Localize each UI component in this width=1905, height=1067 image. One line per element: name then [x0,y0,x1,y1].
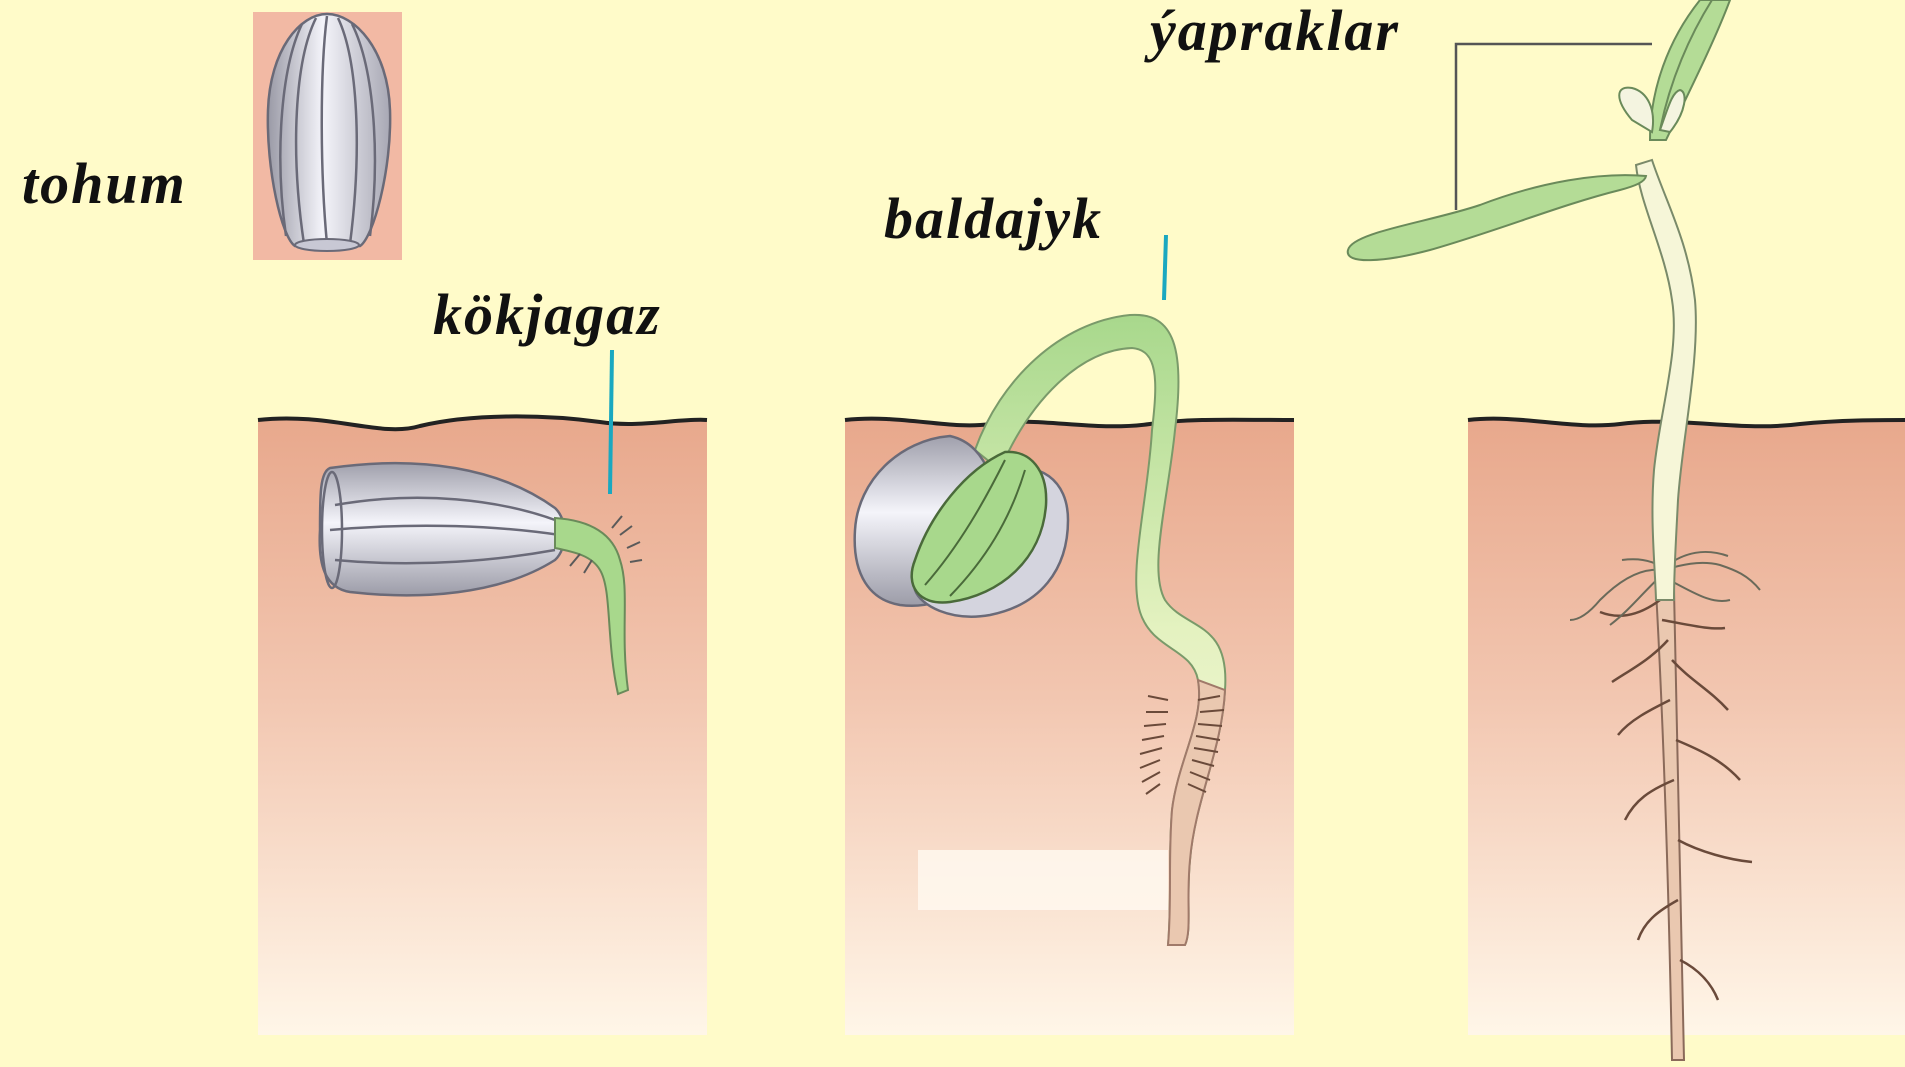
radicle-pointer [610,350,612,494]
cotyledon-leaf [1348,175,1646,260]
stem-stage [845,235,1294,1035]
soil-block-3 [1468,419,1905,1035]
leaf-bud-1 [1619,88,1653,132]
stem-label: baldajyk [884,190,1103,248]
seedling-stage [1348,0,1905,1060]
leaves-label: ýapraklar [1150,2,1400,60]
seed-stage [253,12,402,260]
stem-pointer [1164,235,1166,300]
radicle-label: kökjagaz [433,286,662,344]
seed-label: tohum [22,155,187,213]
seed-base [295,239,359,251]
label-mask [918,850,1168,910]
radicle-stage [258,350,707,1035]
